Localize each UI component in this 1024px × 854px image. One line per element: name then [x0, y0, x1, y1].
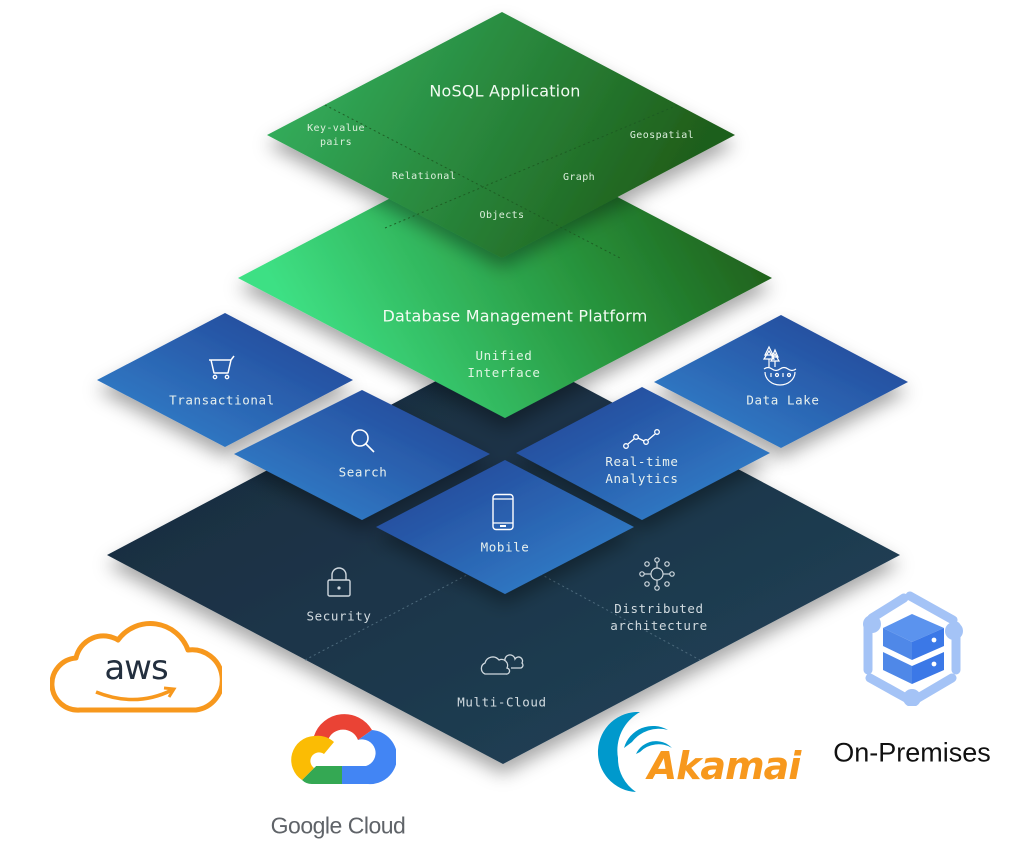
on-premises-text: On-Premises	[833, 737, 991, 768]
base-distributed-label: Distributed architecture	[610, 600, 708, 634]
tile-analytics-line1: Real-time	[605, 454, 679, 469]
aws-cloud-icon	[50, 621, 222, 713]
google-cloud-text: Google Cloud	[270, 812, 406, 839]
platform-subtitle-line1: Unified	[475, 348, 533, 363]
base-distributed-line2: architecture	[610, 618, 708, 633]
lock-icon	[327, 567, 351, 597]
platform-subtitle-line2: Interface	[467, 365, 541, 380]
akamai-logo-text: Akamai	[647, 744, 802, 788]
lake-icon	[762, 345, 797, 386]
model-graph[interactable]: Graph	[562, 172, 596, 183]
cart-icon	[209, 355, 235, 380]
logo-on-premises: On-Premises	[830, 586, 1010, 776]
logo-aws: aws	[50, 612, 222, 718]
search-icon	[351, 429, 375, 453]
akamai-icon	[597, 711, 672, 792]
base-multicloud-label: Multi-Cloud	[457, 694, 547, 710]
logo-google-cloud: Google Cloud	[270, 700, 420, 850]
tile-search-label: Search	[338, 464, 388, 480]
platform-title: Database Management Platform	[382, 306, 648, 326]
google-cloud-icon	[291, 714, 396, 785]
analytics-icon	[623, 429, 660, 449]
aws-logo-text: aws	[104, 648, 168, 688]
server-hex-icon	[863, 591, 963, 706]
nosql-dividers	[324, 104, 679, 259]
model-keyvalue-line2: pairs	[319, 137, 353, 148]
tile-datalake[interactable]	[654, 315, 908, 448]
mobile-icon	[492, 493, 514, 531]
platform-subtitle: Unified Interface	[467, 347, 540, 381]
tile-transactional-label: Transactional	[169, 392, 275, 408]
base-security-label: Security	[306, 608, 372, 624]
tile-search[interactable]	[234, 390, 490, 520]
logo-akamai: Akamai	[596, 708, 806, 798]
tile-transactional[interactable]	[97, 313, 353, 447]
model-geospatial[interactable]: Geospatial	[629, 130, 695, 141]
platform-layer	[238, 138, 772, 418]
clouds-icon	[480, 654, 524, 675]
network-icon	[639, 557, 675, 591]
tile-analytics-line2: Analytics	[605, 471, 679, 486]
model-objects[interactable]: Objects	[479, 210, 525, 221]
model-relational[interactable]: Relational	[391, 171, 457, 182]
tile-datalake-label: Data Lake	[746, 392, 820, 408]
tile-mobile-label: Mobile	[480, 539, 530, 555]
tile-analytics[interactable]	[516, 387, 770, 520]
tile-analytics-label: Real-time Analytics	[605, 453, 678, 487]
nosql-layer	[267, 12, 735, 258]
base-distributed-line1: Distributed	[614, 601, 704, 616]
model-keyvalue[interactable]: Key-value pairs	[307, 122, 365, 150]
nosql-title: NoSQL Application	[429, 81, 581, 101]
model-keyvalue-line1: Key-value	[307, 123, 365, 134]
